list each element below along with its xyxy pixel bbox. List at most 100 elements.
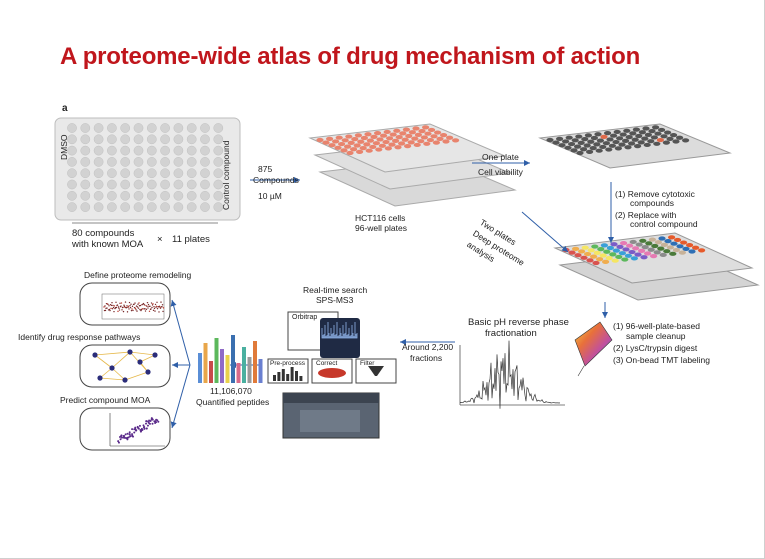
well — [173, 168, 184, 179]
cell-plates-label: 96-well plates — [355, 223, 407, 233]
well — [600, 243, 609, 248]
well — [80, 202, 91, 212]
well — [670, 133, 678, 138]
point — [146, 301, 149, 304]
well — [602, 259, 610, 264]
control-compound-label: Control compound — [221, 140, 231, 210]
point — [162, 307, 165, 309]
well — [581, 137, 589, 142]
well — [599, 253, 607, 258]
point — [104, 309, 107, 312]
well — [587, 139, 595, 144]
well — [408, 130, 416, 135]
well — [213, 168, 224, 179]
orbitrap-label: Orbitrap — [292, 314, 318, 321]
well — [613, 129, 621, 135]
peptide-count: 11,106,070 — [210, 386, 252, 396]
well — [640, 255, 648, 260]
well — [80, 168, 91, 179]
well — [341, 138, 349, 143]
well — [383, 129, 391, 135]
well — [606, 245, 615, 251]
well — [428, 127, 436, 133]
well — [80, 179, 91, 190]
well — [356, 149, 364, 154]
well — [618, 251, 627, 256]
well — [593, 250, 601, 255]
well — [146, 168, 157, 179]
point — [148, 419, 151, 422]
point — [126, 305, 128, 307]
peptide-bars — [198, 335, 263, 383]
peptide-bar — [236, 363, 241, 383]
point — [121, 309, 123, 311]
well — [107, 157, 117, 167]
point — [143, 426, 146, 429]
well — [213, 123, 224, 133]
point — [158, 311, 160, 313]
well — [652, 125, 660, 130]
well — [146, 190, 157, 201]
point — [143, 427, 146, 430]
point — [117, 310, 119, 313]
times-symbol: × — [157, 234, 163, 245]
well — [338, 141, 346, 147]
well — [650, 254, 658, 259]
well — [674, 237, 682, 243]
prep-step-1b: sample cleanup — [626, 331, 686, 341]
outcome-2-label: Identify drug response pathways — [18, 332, 141, 342]
point — [151, 304, 154, 306]
well — [644, 251, 652, 256]
point — [134, 307, 137, 310]
well — [120, 202, 131, 212]
well — [605, 256, 613, 261]
point — [152, 309, 155, 312]
well — [372, 141, 380, 146]
well — [345, 134, 353, 139]
well — [621, 257, 629, 262]
well — [414, 132, 422, 137]
well — [688, 249, 696, 254]
well — [626, 243, 634, 248]
point — [138, 302, 140, 304]
well — [595, 148, 603, 153]
well — [586, 149, 594, 154]
well — [67, 202, 77, 212]
point — [110, 304, 113, 307]
point — [139, 308, 141, 311]
point — [151, 306, 153, 309]
point — [131, 428, 134, 431]
point — [109, 303, 112, 306]
well — [173, 123, 184, 133]
point — [103, 306, 105, 308]
well — [173, 134, 184, 145]
well — [698, 248, 706, 253]
point — [152, 303, 154, 305]
well — [93, 179, 104, 190]
well — [647, 247, 655, 252]
well — [657, 246, 665, 251]
well — [107, 123, 117, 133]
well — [350, 147, 358, 152]
dark-wells — [546, 125, 690, 156]
well — [562, 139, 570, 144]
well — [638, 248, 646, 253]
outcome-1-label: Define proteome remodeling — [84, 270, 192, 280]
well — [67, 145, 77, 156]
point — [131, 305, 134, 308]
well — [107, 179, 117, 190]
well — [581, 245, 589, 250]
well — [587, 248, 595, 253]
point — [155, 418, 158, 421]
fractionation-label-1: Basic pH reverse phase — [468, 317, 569, 328]
point — [153, 307, 156, 310]
well — [572, 246, 580, 251]
well — [653, 250, 661, 255]
well — [600, 134, 608, 139]
well — [146, 134, 157, 145]
well — [366, 138, 374, 143]
well — [120, 179, 131, 190]
well — [651, 243, 659, 249]
well — [107, 134, 117, 145]
